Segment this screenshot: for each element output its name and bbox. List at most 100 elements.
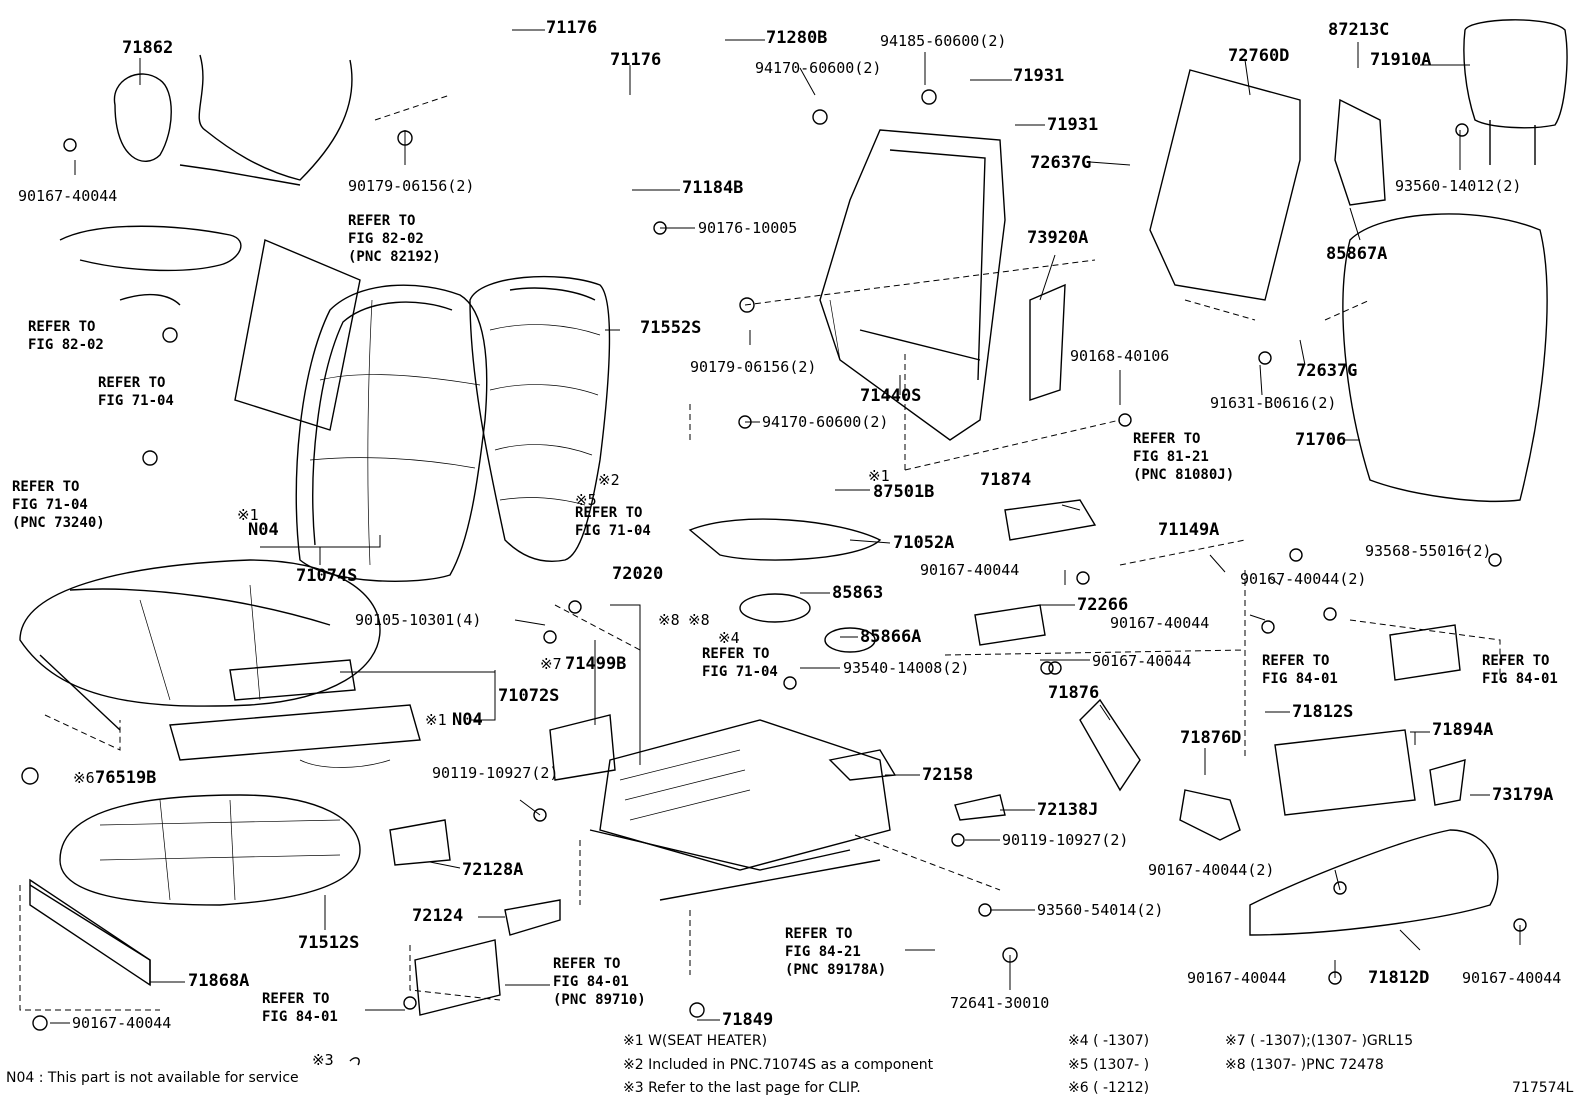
part-87213c-label: 87213C	[1328, 20, 1390, 40]
part-73179a-label: 73179A	[1492, 785, 1554, 805]
part-71706-label: 71706	[1295, 430, 1347, 450]
switch-assy-drawing	[1389, 624, 1461, 681]
mark-note-5: ※5	[575, 491, 597, 509]
part-71876-label: 71876	[1048, 683, 1100, 703]
n04-label: N04	[452, 710, 483, 730]
part-71910a-label: 71910A	[1370, 50, 1432, 70]
cover-85866a-drawing	[824, 627, 876, 653]
part-72128a-label: 72128A	[462, 860, 524, 880]
part-90167-40044-label: 90167-40044(2)	[1240, 570, 1367, 588]
part-91631-b0616-label: 91631-B0616(2)	[1210, 394, 1337, 412]
mark-note-7: ※7	[540, 655, 562, 673]
figure-reference[interactable]: REFER TO FIG 84-21 (PNC 89178A)	[785, 926, 887, 978]
part-71072s-label: 71072S	[498, 686, 560, 706]
figure-reference[interactable]: REFER TO FIG 71-04 (PNC 73240)	[12, 479, 105, 531]
figure-reference[interactable]: REFER TO FIG 82-02	[28, 319, 104, 353]
part-72266-label: 72266	[1077, 595, 1129, 615]
figure-reference[interactable]: REFER TO FIG 84-01	[262, 991, 338, 1025]
part-71862-label: 71862	[122, 38, 174, 58]
part-71074s-label: 71074S	[296, 566, 358, 586]
bracket-71876-drawing	[1079, 698, 1141, 792]
part-90167-40044-label: 90167-40044	[72, 1014, 172, 1032]
part-71176-label: 71176	[546, 18, 598, 38]
mark-note-1: ※1	[425, 711, 447, 729]
bracket-71874-drawing	[1004, 499, 1097, 541]
heater-sheet-drawing	[234, 239, 361, 431]
seatback-frame-drawing	[819, 129, 1006, 441]
side-cover-outer-drawing	[1249, 829, 1499, 936]
part-90167-40044-label: 90167-40044	[1092, 652, 1192, 670]
figure-reference[interactable]: REFER TO FIG 84-01	[1262, 653, 1338, 687]
part-71149a-label: 71149A	[1158, 520, 1220, 540]
figure-reference[interactable]: REFER TO FIG 71-04	[575, 505, 651, 539]
seatback-cover-drawing	[295, 284, 488, 582]
part-90179-06156-label: 90179-06156(2)	[690, 358, 817, 376]
part-71812s-label: 71812S	[1292, 702, 1354, 722]
part-71931-label: 71931	[1047, 115, 1099, 135]
footnote-1: ※1 W(SEAT HEATER)	[623, 1033, 768, 1049]
part-71868a-label: 71868A	[188, 971, 250, 991]
part-76519b-label: 76519B	[95, 768, 157, 788]
knob-73179a-drawing	[1429, 759, 1466, 806]
part-85866a-label: 85866A	[860, 627, 922, 647]
part-72158-label: 72158	[922, 765, 974, 785]
bracket-85867a-drawing	[1334, 98, 1386, 206]
part-87501b-label: 87501B	[873, 482, 935, 502]
part-94185-60600-label: 94185-60600(2)	[880, 32, 1007, 50]
part-90176-10005-label: 90176-10005	[698, 219, 798, 237]
part-71512s-label: 71512S	[298, 933, 360, 953]
figure-reference[interactable]: REFER TO FIG 71-04	[702, 646, 778, 680]
figure-reference[interactable]: REFER TO FIG 71-04	[98, 375, 174, 409]
part-90168-40106-label: 90168-40106	[1070, 347, 1170, 365]
footnote-4: ※4 ( -1307)	[1068, 1033, 1150, 1049]
part-72760d-label: 72760D	[1228, 46, 1290, 66]
figure-reference[interactable]: REFER TO FIG 82-02 (PNC 82192)	[348, 213, 441, 265]
front-cover-71868a-drawing	[29, 884, 151, 985]
part-90119-10927-label: 90119-10927(2)	[432, 764, 559, 782]
back-panel-drawing	[1342, 213, 1548, 502]
part-90167-40044-label: 90167-40044	[1110, 614, 1210, 632]
footnote-7: ※7 ( -1307);(1307- )GRL15	[1225, 1033, 1414, 1049]
part-71440s-label: 71440S	[860, 386, 922, 406]
part-71499b-label: 71499B	[565, 654, 627, 674]
part-85867a-label: 85867A	[1326, 244, 1388, 264]
part-93568-55016-label: 93568-55016(2)	[1365, 542, 1492, 560]
mark-note-8: ※8	[658, 611, 680, 629]
module-71499b-drawing	[549, 714, 616, 781]
figure-reference[interactable]: REFER TO FIG 84-01 (PNC 89710)	[553, 956, 646, 1008]
part-93560-14012-label: 93560-14012(2)	[1395, 177, 1522, 195]
part-90119-10927-label: 90119-10927(2)	[1002, 831, 1129, 849]
side-cover-inner-drawing	[1274, 729, 1416, 816]
part-90179-06156-label: 90179-06156(2)	[348, 177, 475, 195]
cover-71862-drawing	[113, 73, 172, 162]
seat-adjuster-drawing	[589, 719, 891, 901]
part-90167-40044-label: 90167-40044	[1187, 969, 1287, 987]
part-90167-40044-label: 90167-40044	[18, 187, 118, 205]
part-85863-label: 85863	[832, 583, 884, 603]
cover-72138j-drawing	[954, 794, 1006, 821]
heater-mat-drawing	[688, 518, 882, 561]
part-71849-label: 71849	[722, 1010, 774, 1030]
spring-85863-drawing	[739, 593, 811, 623]
part-90167-40044-label: 90167-40044	[1462, 969, 1562, 987]
part-72124-label: 72124	[412, 906, 464, 926]
figure-reference[interactable]: REFER TO FIG 81-21 (PNC 81080J)	[1133, 431, 1235, 483]
part-90167-40044-label: 90167-40044	[920, 561, 1020, 579]
mark-note-1: ※1	[868, 467, 890, 485]
cushion-cover-drawing	[19, 559, 421, 768]
part-71184b-label: 71184B	[682, 178, 744, 198]
figure-reference[interactable]: REFER TO FIG 84-01	[1482, 653, 1558, 687]
part-72637g-label: 72637G	[1296, 361, 1358, 381]
part-71552s-label: 71552S	[640, 318, 702, 338]
mark-note-1: ※1	[237, 506, 259, 524]
part-73920a-label: 73920A	[1027, 228, 1089, 248]
mark-note-4: ※4	[718, 629, 740, 647]
footnote-8: ※8 (1307- )PNC 72478	[1225, 1057, 1384, 1073]
part-71931-label: 71931	[1013, 66, 1065, 86]
bracket-72266-drawing	[974, 604, 1046, 646]
part-93560-54014-label: 93560-54014(2)	[1037, 901, 1164, 919]
ecu-89710-drawing	[414, 939, 501, 1016]
cushion-pad-drawing	[29, 794, 361, 987]
diagram-id: 717574L	[1512, 1080, 1574, 1096]
